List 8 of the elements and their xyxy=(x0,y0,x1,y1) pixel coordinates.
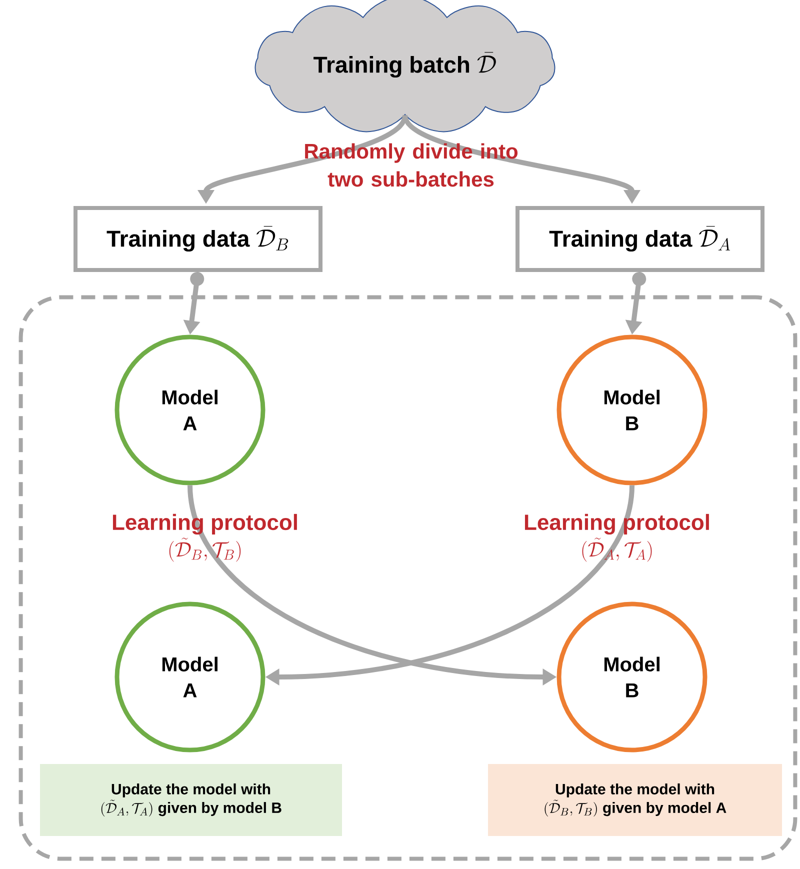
edge-label: $\begin{array}{c}\text{Learning protocol}\\(\tilde{\mathcal{D}}_{A},\mathcal{T}_{A})\end{array}$ xyxy=(524,514,709,562)
dashed-frame xyxy=(18,295,798,861)
data-box: $\text{Training data }\bar{\mathcal{D}}_{B}$ xyxy=(74,206,322,272)
split-label: Randomly divide into two sub-batches xyxy=(305,143,518,187)
note-box: $\begin{array}{c}\text{Update the model with}\\(\tilde{\mathcal{D}}_{A},\mathcal{T}_{A})\text{ given by model B}\end{array}$ xyxy=(40,764,342,836)
data-box: $\text{Training data }\bar{\mathcal{D}}_{A}$ xyxy=(516,206,764,272)
note-box: $\begin{array}{c}\text{Update the model with}\\(\tilde{\mathcal{D}}_{B},\mathcal{T}_{B})\text{ given by model A}\end{array}$ xyxy=(488,764,782,836)
edge-label: $\begin{array}{c}\text{Learning protocol}\\(\tilde{\mathcal{D}}_{B},\mathcal{T}_{B})\end{array}$ xyxy=(112,514,297,562)
